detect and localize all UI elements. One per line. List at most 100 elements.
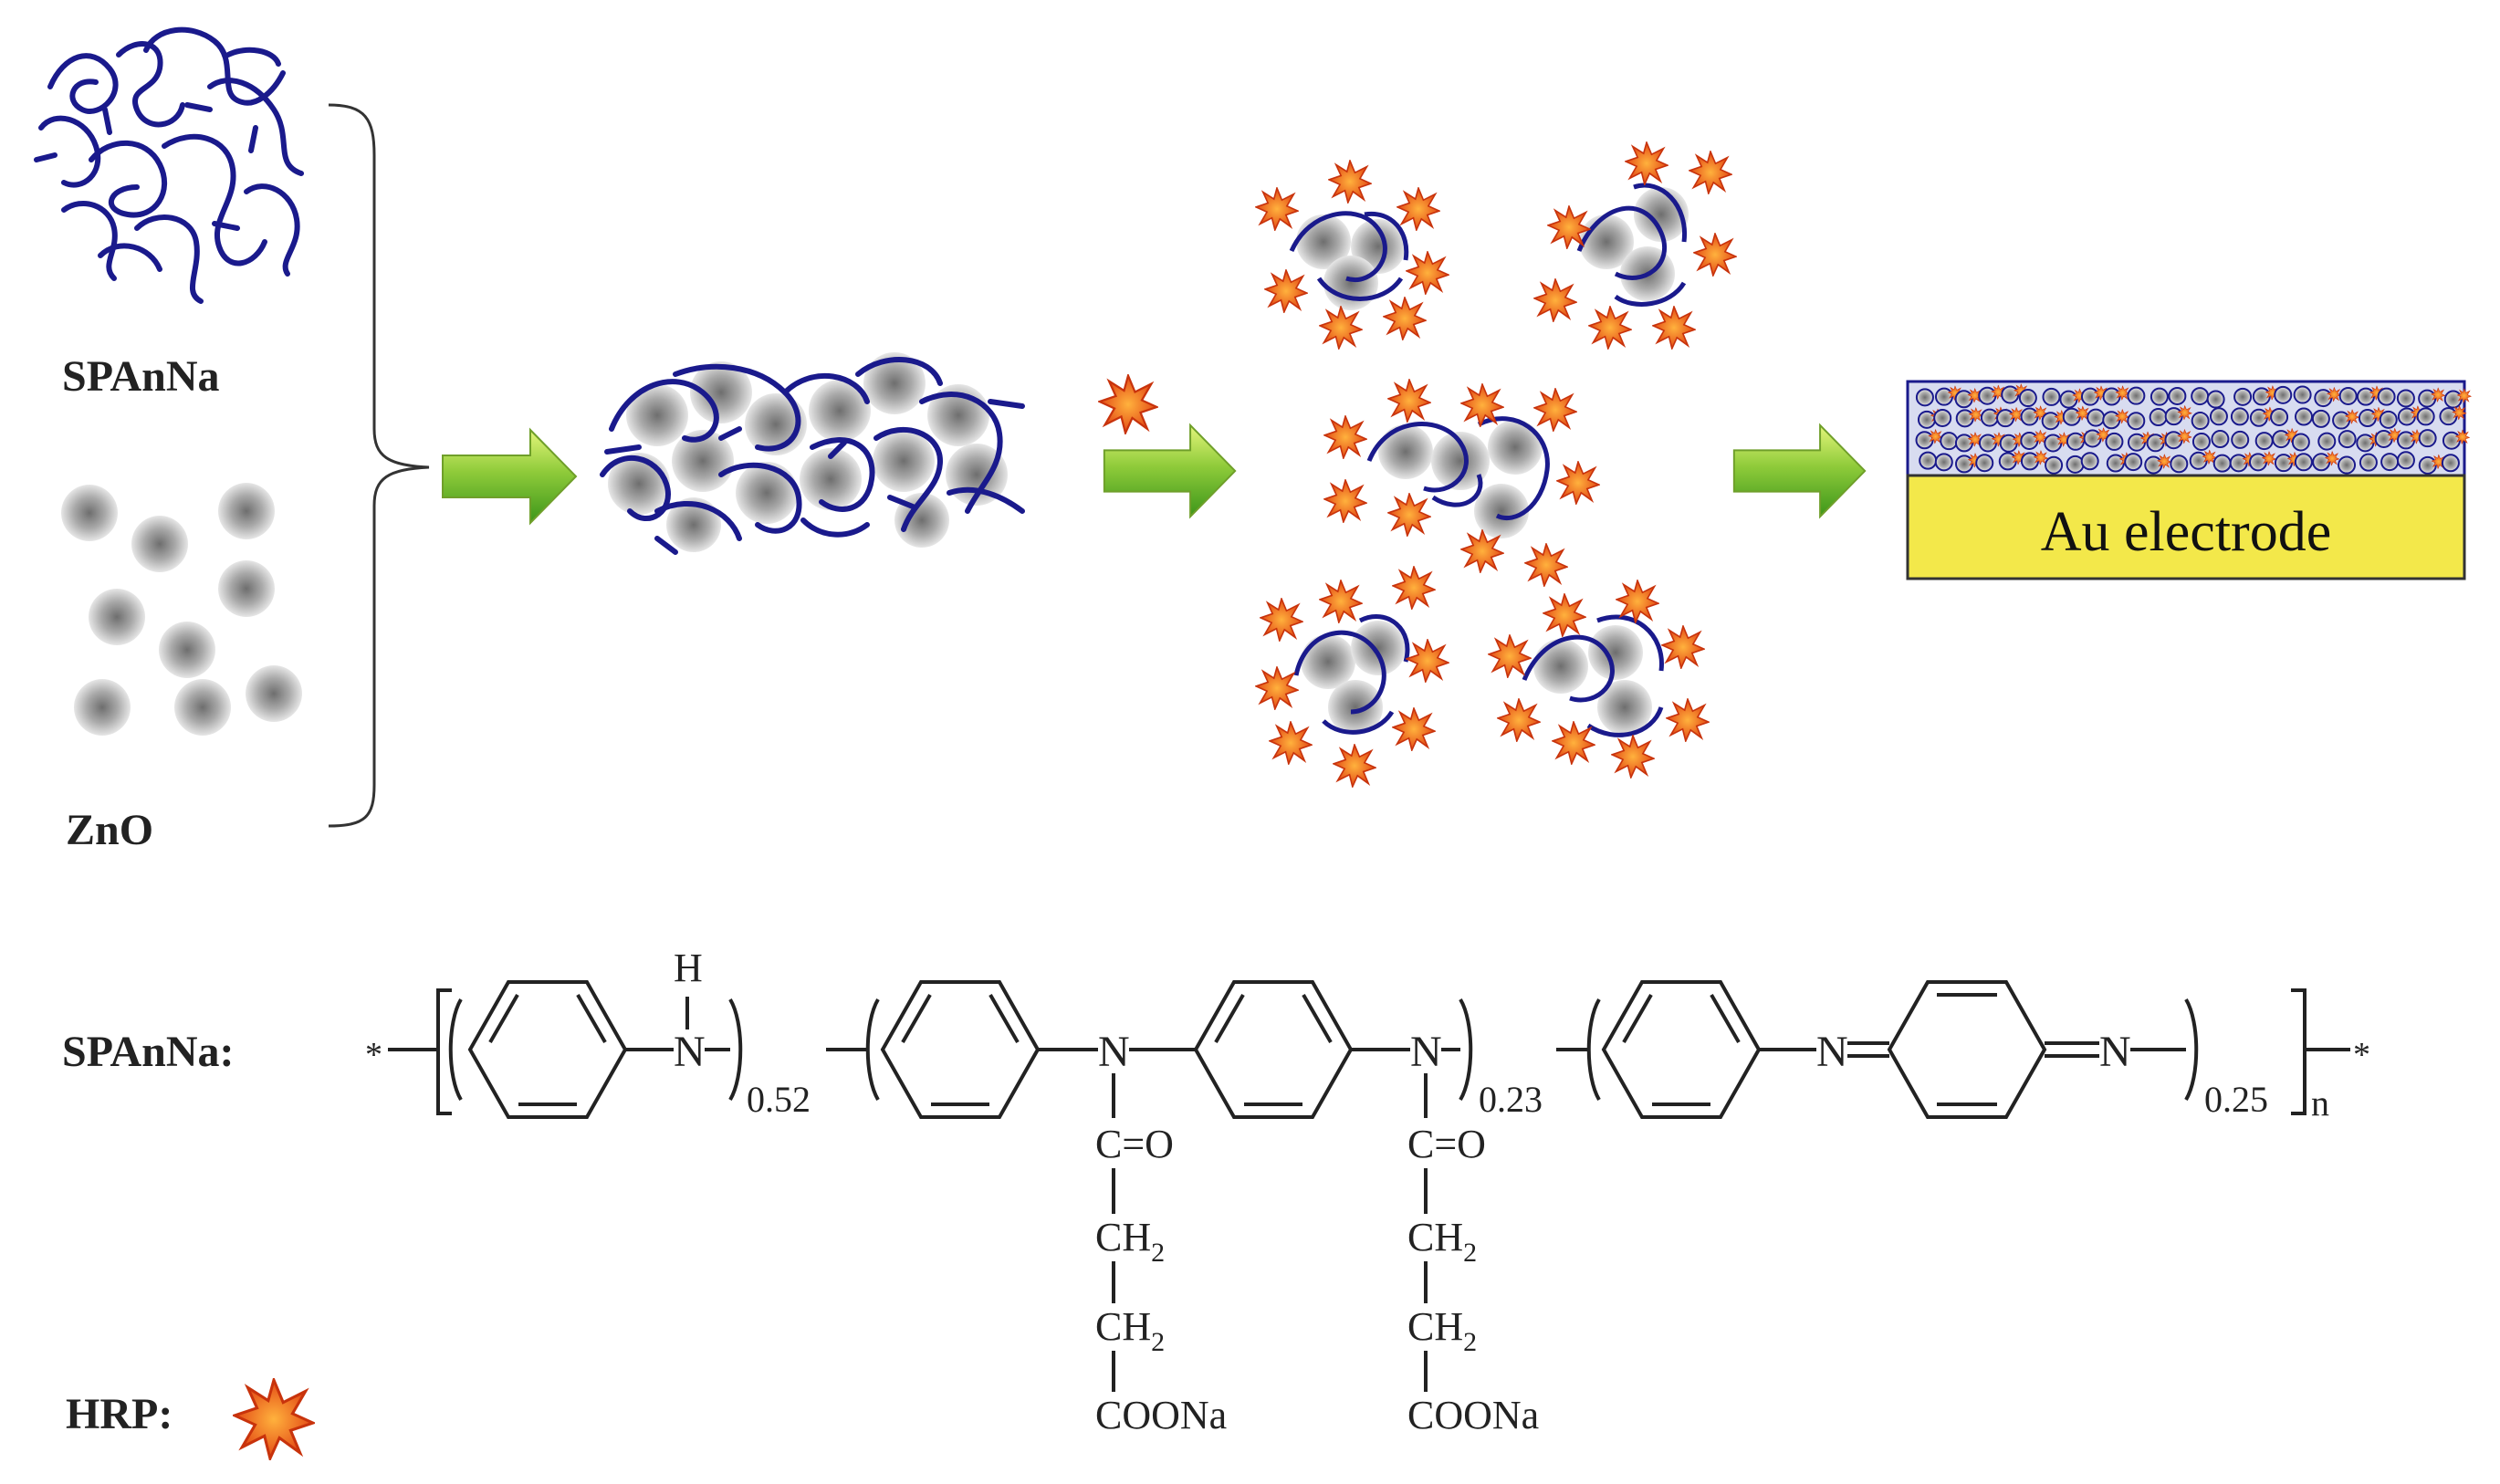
layer-particle (2229, 454, 2248, 473)
layer-particle (2066, 455, 2085, 474)
hrp-cluster (1255, 160, 1449, 350)
zno-particle (74, 679, 131, 736)
layer-particle (2397, 431, 2416, 450)
layer-particle (2164, 407, 2183, 426)
benzene-ring (467, 980, 628, 1119)
layer-particle (2066, 432, 2085, 451)
layer-particle (1934, 453, 1953, 472)
layer-particle (2020, 452, 2039, 471)
layer-particle (2418, 429, 2437, 448)
zno-particle (159, 622, 215, 678)
zno-particle (61, 485, 118, 541)
layer-particle (2312, 453, 2331, 472)
layer-particle (1934, 387, 1953, 406)
layer-particle (1998, 452, 2017, 471)
hrp-cluster (1255, 566, 1449, 788)
layer-particle (2270, 407, 2289, 426)
layer-particle (2443, 390, 2463, 409)
subscript-023: 0.23 (1479, 1079, 1543, 1120)
end-star: * (365, 1036, 382, 1074)
layer-particle (2396, 389, 2415, 408)
nh-hydrogen: H (674, 946, 703, 990)
amide-nitrogen-2: N (1410, 1028, 1442, 1076)
layer-particle (2294, 453, 2313, 472)
layer-particle (2105, 432, 2124, 451)
layer-particle (2164, 431, 2183, 450)
layer-particle (2128, 433, 2147, 452)
methylene-2b: CH2 (1407, 1304, 1477, 1357)
layer-particle (2106, 454, 2125, 473)
layer-particle (2311, 409, 2330, 428)
layer-particle (1915, 431, 1934, 450)
hrp-icon (233, 1378, 315, 1460)
layer-particle (2102, 387, 2121, 406)
nh-nitrogen: N (674, 1028, 706, 1076)
layer-particle (2293, 385, 2312, 404)
layer-particle (2080, 452, 2099, 471)
layer-particle (2396, 451, 2415, 470)
methylene-2a: CH2 (1407, 1215, 1477, 1268)
layer-particle (1915, 388, 1934, 407)
repeat-n: n (2311, 1082, 2329, 1123)
layer-particle (2144, 455, 2163, 475)
spanna-label: SPAnNa (62, 352, 219, 401)
layer-particle (2418, 455, 2437, 475)
layer-particle (2291, 433, 2310, 452)
layer-particle (2191, 387, 2210, 406)
layer-particle (2418, 389, 2437, 408)
layer-particle (2380, 453, 2400, 472)
zno-label: ZnO (66, 806, 153, 854)
layer-particle (1917, 410, 1936, 429)
layer-particle (2254, 432, 2274, 451)
hrp-cluster (1533, 141, 1737, 350)
layer-particle (2209, 407, 2228, 426)
layer-particle (2294, 407, 2313, 426)
methylene-1a: CH2 (1095, 1215, 1165, 1268)
layer-particle (2374, 429, 2393, 448)
layer-particle (2314, 389, 2333, 408)
carbonyl-2: C=O (1407, 1122, 1486, 1166)
carbonyl-1: C=O (1095, 1122, 1174, 1166)
modified-layer (1906, 380, 2472, 477)
benzene-ring (880, 980, 1041, 1119)
layer-particle (1975, 454, 1994, 473)
arrow-icon (1103, 423, 1237, 518)
layer-particle (2191, 432, 2211, 451)
layer-particle (2124, 453, 2143, 472)
layer-particle (2274, 385, 2293, 404)
layer-particle (2189, 451, 2208, 470)
quinoid-ring (1887, 980, 2047, 1119)
spanna-polymer-icon (34, 26, 304, 304)
spanna-formula-label: SPAnNa: (62, 1028, 234, 1076)
benzene-ring (1601, 980, 1762, 1119)
layer-particle (2211, 430, 2230, 449)
layer-particle (2338, 386, 2358, 405)
zno-particle (174, 679, 231, 736)
methylene-1b: CH2 (1095, 1304, 1165, 1357)
layer-particle (2127, 386, 2146, 405)
imine-nitrogen-2: N (2099, 1028, 2131, 1076)
zno-particle (246, 665, 302, 722)
layer-particle (1980, 408, 1999, 427)
layer-particle (2149, 408, 2168, 427)
layer-particle (1954, 390, 1973, 409)
layer-particle (2249, 408, 2268, 427)
layer-particle (2102, 411, 2121, 430)
electrode-label: Au electrode (2041, 501, 2331, 563)
layer-particle (2272, 430, 2291, 449)
layer-particle (1919, 451, 1938, 470)
layer-particle (2059, 390, 2078, 409)
layer-particle (2416, 407, 2435, 426)
layer-particle (1955, 455, 1974, 474)
layer-particle (2274, 454, 2293, 473)
layer-particle (2231, 430, 2250, 449)
layer-particle (2041, 412, 2060, 431)
arrow-icon (441, 428, 578, 525)
layer-particle (2441, 454, 2460, 473)
layer-particle (2150, 387, 2169, 406)
layer-particle (2358, 409, 2377, 428)
zno-particles (61, 483, 302, 736)
layer-particle (2020, 407, 2039, 426)
carboxylate-2: COONa (1407, 1393, 1539, 1437)
